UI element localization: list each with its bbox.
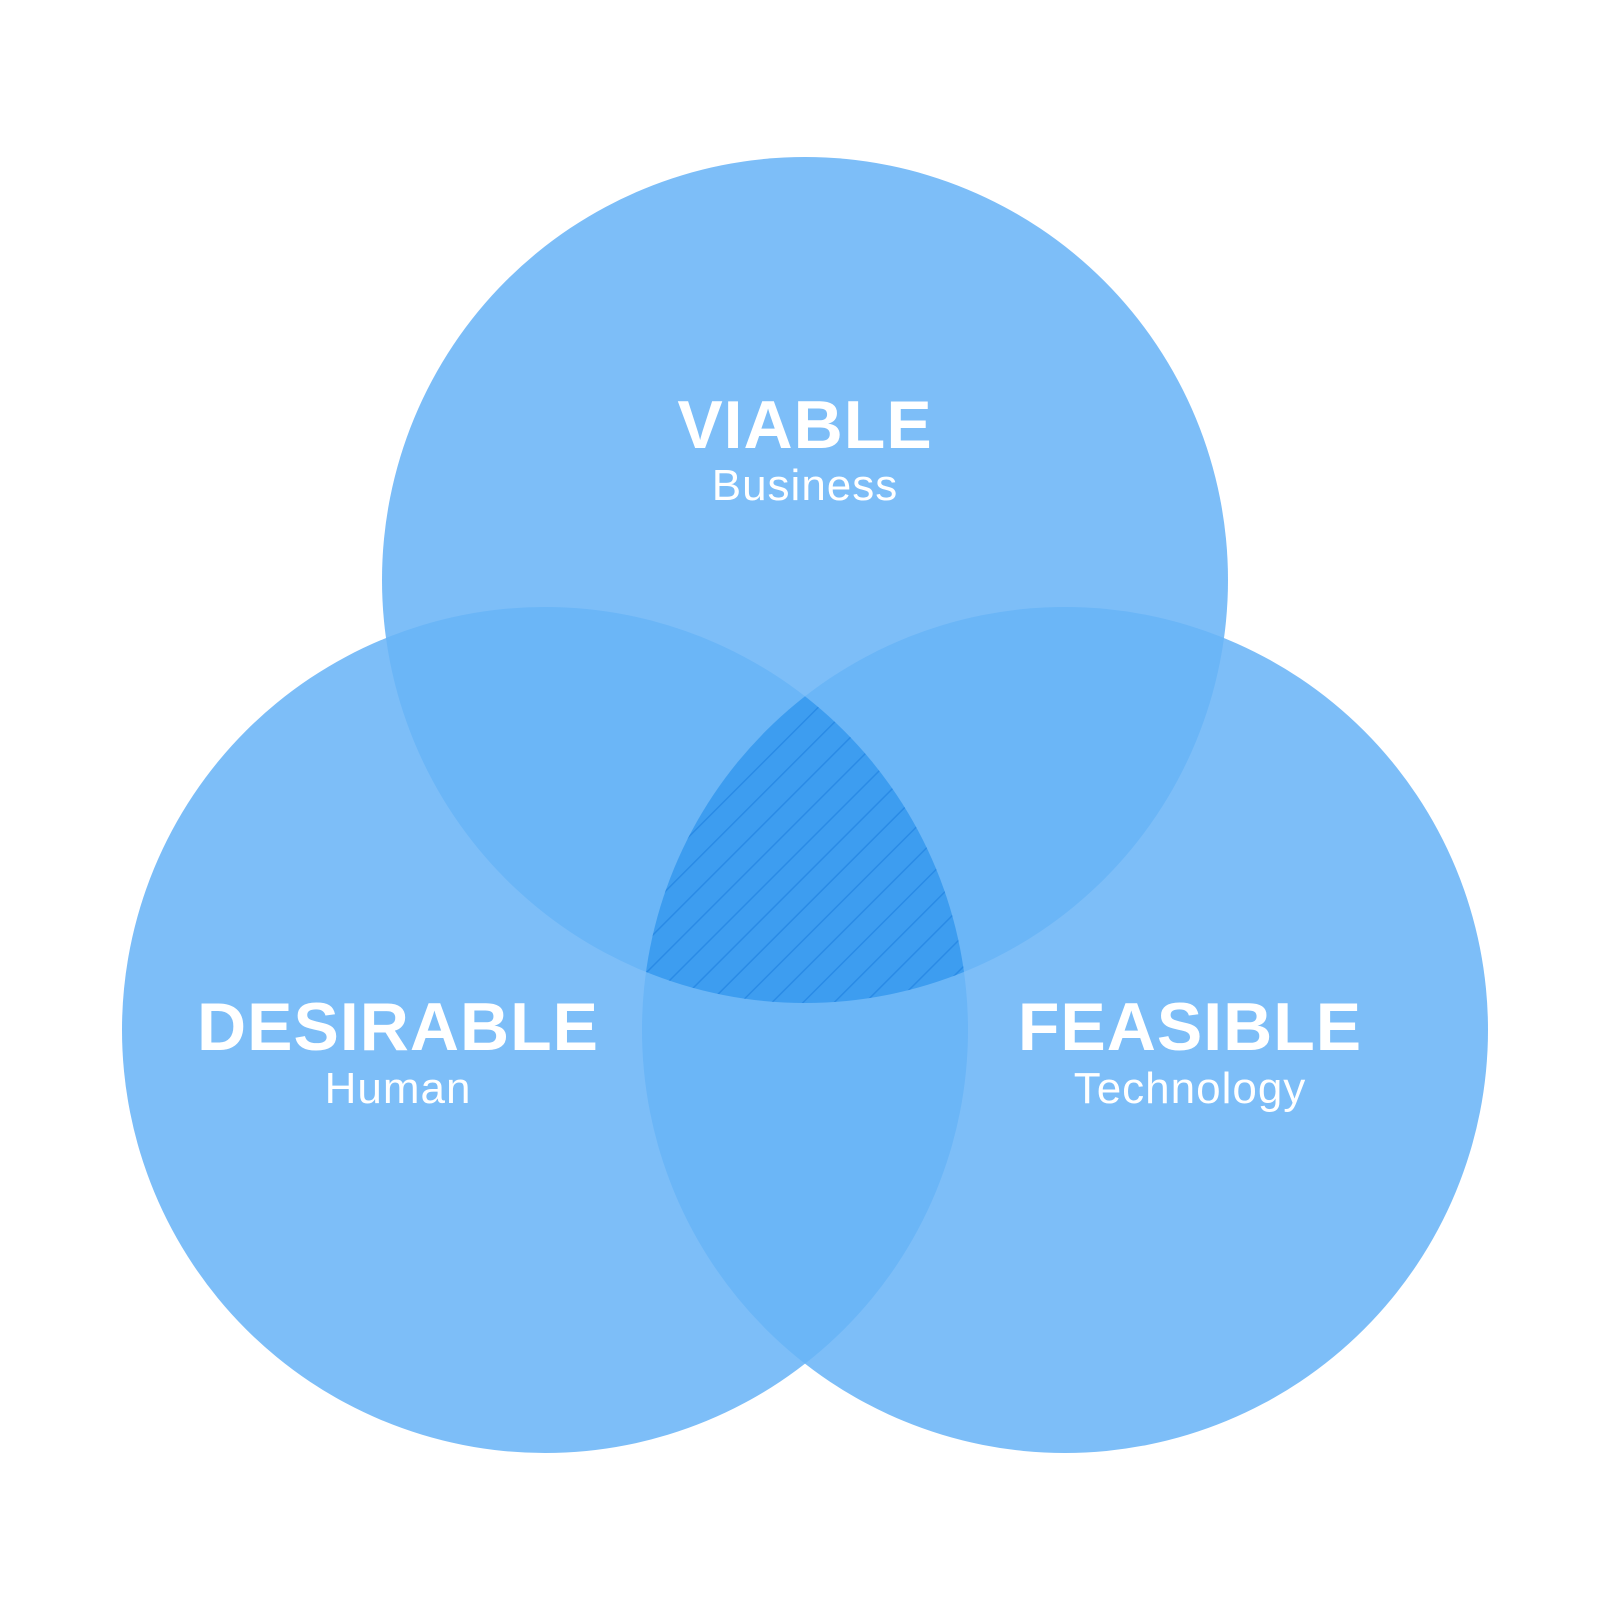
feasible-subtitle: Technology <box>1074 1064 1307 1113</box>
desirable-subtitle: Human <box>325 1064 472 1113</box>
viable-title: VIABLE <box>677 387 932 463</box>
feasible-title: FEASIBLE <box>1018 989 1362 1065</box>
desirable-title: DESIRABLE <box>197 989 599 1065</box>
viable-subtitle: Business <box>712 461 899 510</box>
